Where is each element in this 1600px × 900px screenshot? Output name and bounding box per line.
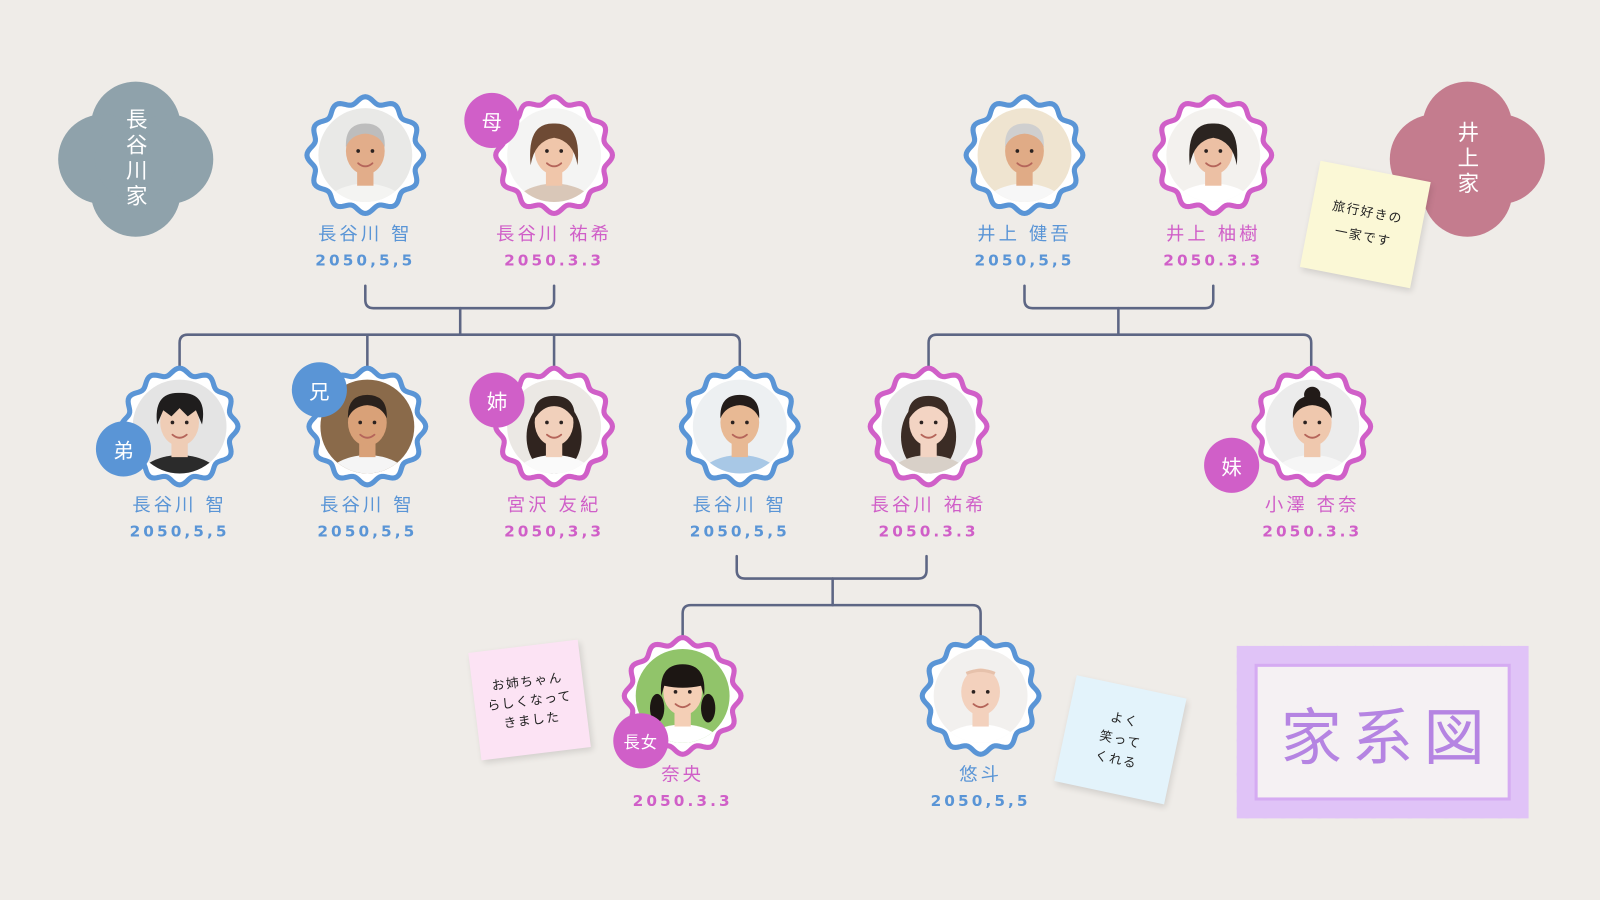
person-name: 長谷川 智 <box>692 494 788 517</box>
birth-date: 2050.3.3 <box>632 791 733 811</box>
person-name: 井上 健吾 <box>977 223 1072 245</box>
portrait-frame <box>113 360 246 493</box>
birth-date: 2050,5,5 <box>974 251 1075 270</box>
portrait-svg <box>304 94 427 217</box>
sticky-note-smiles: よく 笑って くれる <box>1054 675 1187 805</box>
portrait-svg <box>919 634 1042 757</box>
portrait-svg <box>963 94 1086 217</box>
family-name-hasegawa: 長谷川家 <box>123 108 148 211</box>
person-name: 悠斗 <box>959 764 1003 786</box>
birth-date: 2050.3.3 <box>1163 251 1264 270</box>
portrait-frame <box>1246 360 1379 493</box>
portrait-frame <box>862 360 995 493</box>
couple-link-hasegawa-grandparents <box>364 284 556 310</box>
portrait-svg <box>1152 94 1275 217</box>
couple-link-parents <box>735 554 928 580</box>
portrait-frame <box>488 89 621 222</box>
birth-date: 2050.3.3 <box>504 251 605 270</box>
birth-date: 2050,3,3 <box>504 522 605 541</box>
portrait-svg <box>493 94 616 217</box>
person-name: 長谷川 祐希 <box>870 494 987 517</box>
portrait-svg <box>678 365 801 488</box>
quatrefoil-shape <box>58 81 214 237</box>
relation-badge-mother: 母 <box>464 92 520 148</box>
sibling-bar-children <box>681 603 982 640</box>
person-name: 井上 柚樹 <box>1165 223 1261 245</box>
title-frame <box>1236 645 1529 819</box>
sibling-bar-inoue <box>927 333 1313 369</box>
portrait-svg <box>867 365 990 488</box>
portrait-frame <box>914 630 1047 763</box>
person-name: 小澤 杏奈 <box>1264 494 1360 517</box>
sticky-note-travel: 旅行好きの 一家です <box>1299 160 1431 289</box>
relation-badge-younger-brother: 弟 <box>95 421 152 477</box>
sticky-note-big-sister: お姉ちゃん らしくなって きました <box>468 639 591 761</box>
person-name: 長谷川 智 <box>132 494 227 517</box>
relation-badge-older-sister: 姉 <box>469 372 525 428</box>
sibling-bar-hasegawa <box>178 333 742 369</box>
birth-date: 2050,5,5 <box>317 522 418 541</box>
person-name: 奈央 <box>661 764 705 786</box>
family-badge-hasegawa: 長谷川家 <box>56 80 215 239</box>
person-name: 宮沢 友紀 <box>506 494 602 517</box>
birth-date: 2050,5,5 <box>315 251 416 270</box>
title-frame-inner <box>1254 663 1511 801</box>
relation-badge-younger-sister: 妹 <box>1204 437 1260 493</box>
birth-date: 2050,5,5 <box>930 791 1031 811</box>
portrait-frame <box>673 360 806 493</box>
relation-badge-eldest-daughter: 長女 <box>613 713 669 769</box>
birth-date: 2050,5,5 <box>129 522 230 541</box>
portrait-frame <box>958 89 1091 222</box>
couple-link-inoue-grandparents <box>1023 284 1215 310</box>
person-name: 長谷川 智 <box>317 223 413 245</box>
portrait-svg <box>1251 365 1374 488</box>
title-frame-band <box>1236 645 1529 819</box>
birth-date: 2050.3.3 <box>1262 522 1363 541</box>
birth-date: 2050,5,5 <box>689 522 790 541</box>
page-title: 家系図 <box>1280 702 1495 774</box>
family-name-inoue: 井上家 <box>1455 120 1480 198</box>
portrait-svg <box>118 365 241 488</box>
person-name: 長谷川 祐希 <box>496 223 613 245</box>
quatrefoil-shape <box>1389 81 1545 237</box>
family-badge-inoue: 井上家 <box>1388 80 1547 239</box>
relation-badge-older-brother: 兄 <box>291 362 347 418</box>
person-name: 長谷川 智 <box>320 494 415 517</box>
portrait-frame <box>299 89 432 222</box>
portrait-frame <box>1147 89 1280 222</box>
birth-date: 2050.3.3 <box>878 522 979 541</box>
